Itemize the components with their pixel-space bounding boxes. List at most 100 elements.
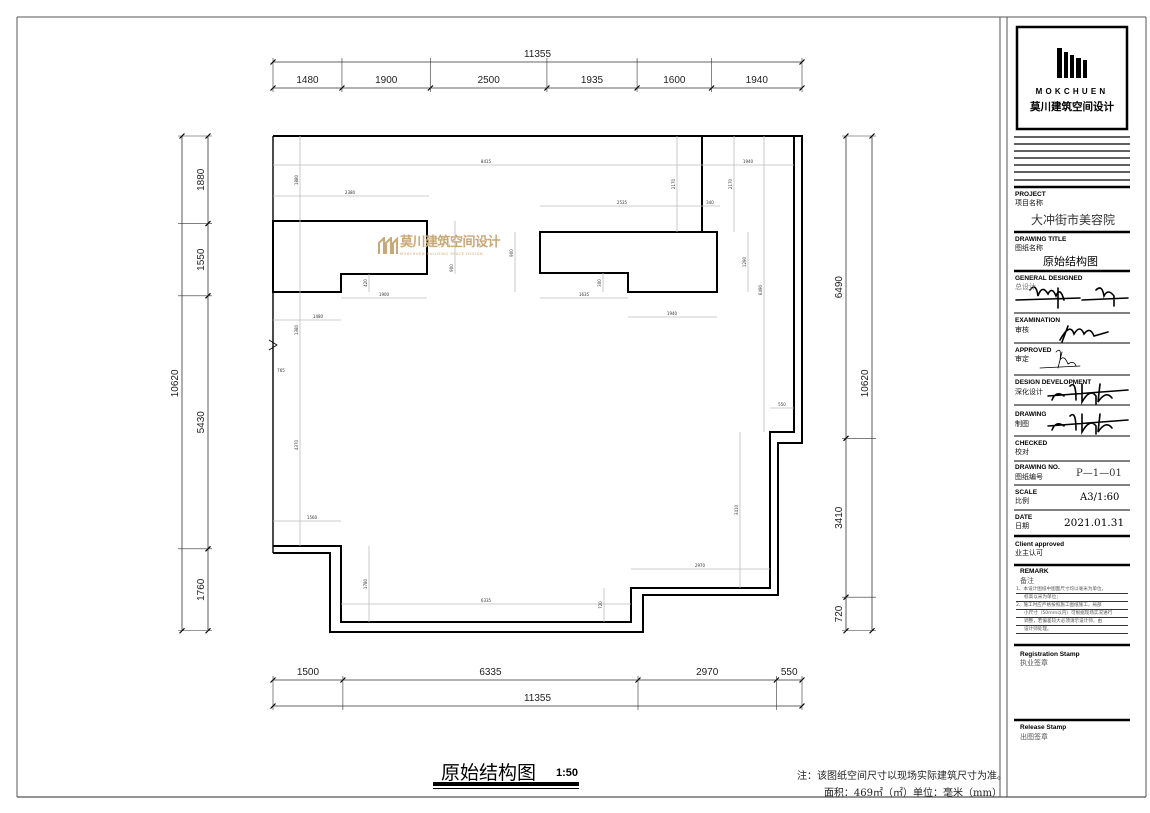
approved-label-cn: 审定 [1015,355,1029,363]
dimension-label: 1760 [196,578,207,601]
inner-wall [273,136,795,623]
approved-label: APPROVED [1015,347,1052,354]
remark-line: 2、施工时应严格按照施工图纸施工，局部 [1016,602,1128,610]
scale-label-cn: 比例 [1015,497,1029,505]
dim-label: 6335 [481,598,492,603]
dimension-label: 1480 [296,75,319,86]
dim-label: 1940 [667,311,678,316]
drawing-no-label: DRAWING NO. [1015,464,1060,471]
drawing-title-value: 原始结构图 [1043,255,1098,268]
drawing-no-label-cn: 图纸编号 [1015,473,1043,481]
drawing-title: 原始结构图 [441,762,537,784]
registration-stamp-label-cn: 执业签章 [1020,659,1048,667]
dimension-label: 3410 [834,506,845,529]
signature-approved [1039,349,1081,369]
remark-line: 标高以米为单位； [1016,594,1128,602]
remark-line: 1、本设计图纸中图面尺寸均以毫米为单位， [1016,586,1128,594]
scale-value: A3/1:60 [1080,492,1120,503]
general-designed-label: GENERAL DESIGNED [1015,275,1083,282]
dimension-tick [869,133,875,139]
dimension-label: 720 [834,605,845,622]
remark-text: 1、本设计图纸中图面尺寸均以毫米为单位， 标高以米为单位； 2、施工时应严格按照… [1016,586,1128,634]
dim-label: 340 [706,200,714,205]
dimension-label: 6490 [834,276,845,299]
dimension-tick [179,133,185,139]
design-development-label-cn: 深化设计 [1015,388,1043,396]
dim-label: 1480 [313,314,324,319]
floor-plan [268,135,803,633]
title-underline-thin [433,788,579,789]
dim-label: 3410 [734,504,739,515]
signature-examination [1059,325,1109,343]
dim-label: 1940 [743,159,754,164]
dimension-label: 2500 [478,75,501,86]
dimension-label: 1880 [196,168,207,191]
project-label: PROJECT [1015,191,1046,198]
right-column-block [539,231,718,293]
drawing-label-cn: 制图 [1015,420,1029,428]
dimension-label: 11355 [524,49,552,60]
dim-label: 900 [509,249,514,257]
watermark-text-cn: 莫川建筑空间设计 [400,235,501,250]
date-label: DATE [1015,514,1033,521]
dimension-label: 1940 [746,75,769,86]
dimension-tick [270,703,276,709]
internal-dimension-lines [273,136,794,622]
title-underline [433,782,579,786]
drawing-title-label-cn: 图纸名称 [1015,244,1043,252]
dim-label: 1290 [742,256,747,267]
dimension-label: 6335 [479,667,502,678]
break-mark [268,339,278,351]
title-block-rules [1014,136,1130,722]
dim-label: 300 [597,279,602,287]
date-label-cn: 日期 [1015,522,1029,530]
dim-label: 6490 [758,284,763,295]
project-name: 大冲街市美容院 [1031,213,1116,227]
dimension-label: 11355 [524,693,552,704]
dimension-label: 10620 [170,369,181,397]
checked-label: CHECKED [1015,440,1048,447]
sheet-frame [16,16,1147,798]
watermark-text-en: MOKCHUEN BUILDING SPACE DESIGN [400,252,484,256]
dim-label: 1380 [294,324,299,335]
logo: MOKCHUEN 莫川建筑空间设计 [1015,25,1129,131]
dim-label: 1560 [307,515,318,520]
dim-label: 2535 [617,200,628,205]
dim-label: 900 [449,264,454,272]
remark-label-cn: 备注 [1020,577,1034,585]
signature-drawing [1047,413,1129,436]
dim-label: 720 [598,601,603,609]
drawing-number: P—1—01 [1076,468,1122,479]
dimension-label: 10620 [860,369,871,397]
dim-label: 1635 [579,292,590,297]
project-label-cn: 项目名称 [1015,199,1043,207]
logo-text-en: MOKCHUEN [1036,87,1109,96]
drawing-label: DRAWING [1015,411,1047,418]
signatures [1015,286,1129,436]
remark-line: 设计师处理。 [1016,626,1128,634]
date-value: 2021.01.31 [1064,517,1125,529]
logo-text-cn: 莫川建筑空间设计 [1029,100,1114,113]
dimension-label: 1935 [581,75,604,86]
signature-general-designed [1015,286,1129,309]
dimension-tick [270,59,276,65]
dim-label: 550 [778,402,786,407]
release-stamp-label: Release Stamp [1020,724,1067,731]
dim-label: 8415 [481,159,492,164]
dimension-label: 5430 [196,411,207,434]
dimension-label: 1600 [663,75,686,86]
dimension-tick [799,703,805,709]
drawing-title-label: DRAWING TITLE [1015,236,1067,243]
client-approved-label-cn: 业主认可 [1015,549,1043,557]
registration-stamp-label: Registration Stamp [1020,651,1080,658]
dimension-tick [869,627,875,634]
design-development-label: DESIGN DEVELOPMENT [1015,379,1092,386]
dimension-label: 1500 [297,667,320,678]
signature-design-development [1047,383,1129,406]
note-line: 注：该图纸空间尺寸以现场实际建筑尺寸为准。 [797,771,1007,782]
scale-label: SCALE [1015,489,1038,496]
examination-label: EXAMINATION [1015,317,1061,324]
drawing-scale: 1:50 [556,767,579,779]
dimension-tick [799,59,805,65]
